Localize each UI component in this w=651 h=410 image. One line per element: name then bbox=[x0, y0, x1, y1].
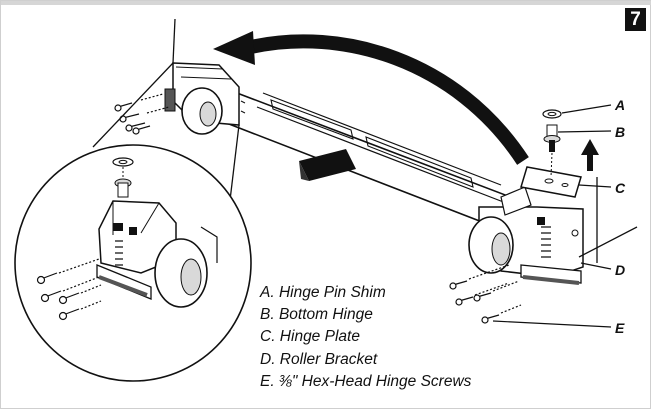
left-roller-bracket bbox=[164, 62, 240, 135]
top-border bbox=[1, 1, 651, 5]
callout-d: D bbox=[615, 262, 626, 278]
right-screws bbox=[449, 264, 522, 324]
callout-leaders bbox=[492, 104, 612, 328]
step-number-badge: 7 bbox=[625, 8, 646, 31]
legend-item: D. Roller Bracket bbox=[260, 350, 378, 368]
hinge-plate bbox=[520, 166, 582, 198]
legend-item: B. Bottom Hinge bbox=[260, 306, 373, 324]
parts-legend: A. Hinge Pin Shim B. Bottom Hinge C. Hin… bbox=[260, 282, 560, 393]
legend-item: C. Hinge Plate bbox=[260, 328, 360, 346]
floor-block bbox=[299, 149, 356, 181]
callout-e: E bbox=[615, 320, 625, 336]
right-roller-bracket bbox=[468, 186, 584, 285]
left-top-screws bbox=[114, 93, 170, 135]
callout-a: A bbox=[615, 97, 626, 113]
right-guide-lines bbox=[578, 177, 638, 263]
callout-b: B bbox=[615, 124, 626, 140]
zoom-screws bbox=[36, 258, 102, 321]
callout-c: C bbox=[615, 180, 626, 196]
legend-item: E. ⅜" Hex-Head Hinge Screws bbox=[260, 372, 472, 390]
rotation-arrow bbox=[213, 31, 529, 165]
lift-arrow bbox=[581, 139, 599, 171]
bottom-hinge-pin bbox=[542, 109, 562, 178]
legend-item: A. Hinge Pin Shim bbox=[260, 284, 386, 301]
zoom-detail-circle bbox=[14, 144, 252, 382]
